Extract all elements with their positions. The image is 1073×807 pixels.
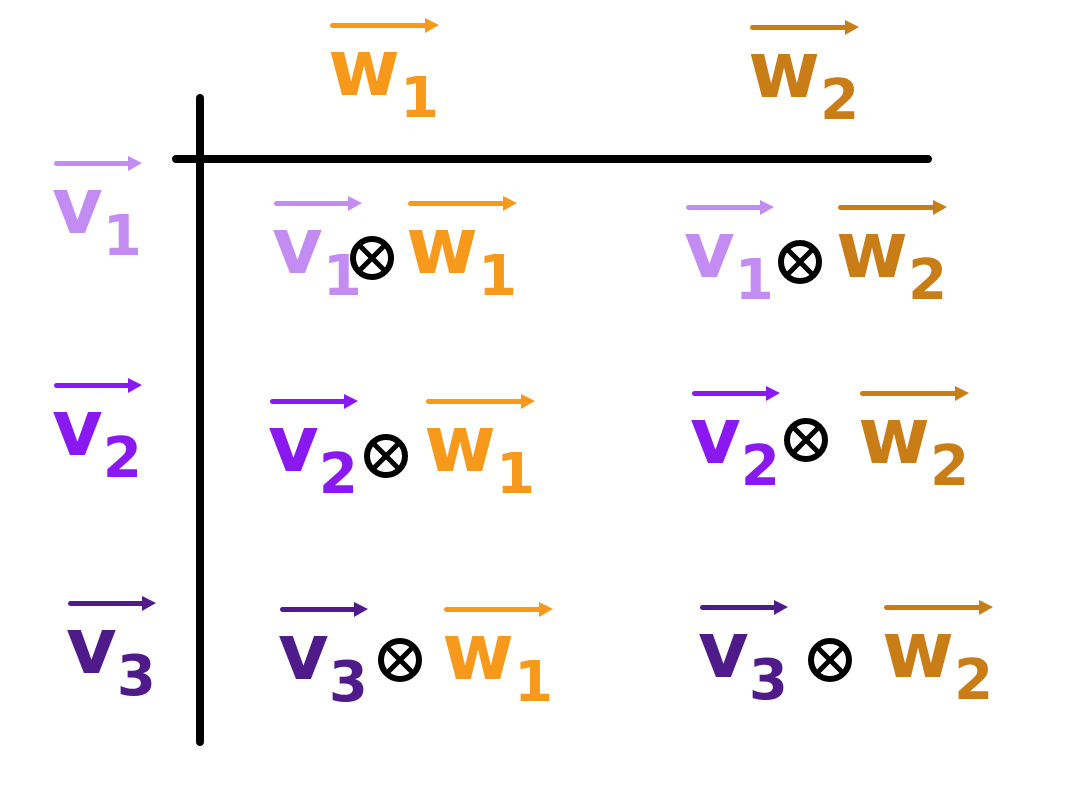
vector-letter: w (748, 26, 821, 116)
cell-w-term: w1 (442, 602, 554, 711)
cell-v2-w2: v2 w2 (690, 386, 990, 498)
column-header-w1: w1 (328, 18, 440, 127)
vector-letter: v (698, 606, 749, 696)
vector-subscript: 2 (930, 434, 970, 499)
cell-w-term: w2 (882, 600, 994, 709)
vector-arrow-icon (690, 386, 780, 401)
vertical-axis-line (196, 94, 204, 746)
cell-v-term: v3 (278, 602, 368, 711)
vector-subscript: 3 (328, 650, 368, 715)
vector-letter: v (52, 384, 103, 474)
vector-arrow-icon (406, 196, 518, 211)
vector-arrow-icon (52, 378, 142, 393)
horizontal-axis-line (172, 155, 932, 163)
cell-v-term: v3 (698, 600, 788, 709)
cell-w-term: w2 (836, 200, 948, 309)
vector-arrow-icon (836, 200, 948, 215)
vector-subscript: 2 (908, 248, 948, 313)
vector-subscript: 1 (496, 442, 536, 507)
row-header-v1: v1 (52, 156, 142, 265)
vector-arrow-icon (748, 20, 860, 35)
otimes-icon (378, 638, 422, 682)
cell-v-term: v2 (268, 394, 358, 503)
cell-v2-w1: v2 w1 (268, 394, 536, 506)
otimes-icon (778, 240, 822, 284)
vector-subscript: 1 (400, 66, 440, 131)
vector-subscript: 2 (820, 68, 860, 133)
vector-arrow-icon (268, 394, 358, 409)
vector-subscript: 2 (318, 442, 358, 507)
vector-arrow-icon (66, 596, 156, 611)
cell-w-term: w1 (406, 196, 518, 305)
cell-w-term: w1 (424, 394, 536, 503)
vector-subscript: 2 (954, 648, 994, 713)
vector-letter: w (328, 24, 401, 114)
cell-v-term: v1 (684, 200, 774, 309)
vector-letter: v (52, 162, 103, 252)
otimes-icon (808, 638, 852, 682)
vector-letter: w (858, 392, 931, 482)
vector-letter: w (882, 606, 955, 696)
vector-subscript: 3 (748, 648, 788, 713)
cell-w-term: w2 (858, 386, 970, 495)
vector-arrow-icon (424, 394, 536, 409)
vector-letter: w (406, 202, 479, 292)
vector-letter: v (66, 602, 117, 692)
row-header-v3: v3 (66, 596, 156, 705)
cell-v-term: v1 (272, 196, 362, 305)
vector-letter: w (424, 400, 497, 490)
vector-letter: v (684, 206, 735, 296)
otimes-icon (350, 236, 394, 280)
vector-letter: w (836, 206, 909, 296)
vector-arrow-icon (698, 600, 788, 615)
vector-subscript: 2 (102, 426, 142, 491)
cell-v3-w2: v3 w2 (698, 600, 1018, 712)
vector-arrow-icon (882, 600, 994, 615)
column-header-w2: w2 (748, 20, 860, 129)
vector-letter: v (268, 400, 319, 490)
vector-arrow-icon (272, 196, 362, 211)
vector-arrow-icon (52, 156, 142, 171)
cell-v1-w2: v1 w2 (684, 200, 964, 312)
vector-subscript: 1 (514, 650, 554, 715)
otimes-icon (784, 418, 828, 462)
vector-subscript: 1 (478, 244, 518, 309)
vector-subscript: 1 (734, 248, 774, 313)
vector-arrow-icon (442, 602, 554, 617)
otimes-icon (364, 434, 408, 478)
vector-arrow-icon (278, 602, 368, 617)
vector-arrow-icon (858, 386, 970, 401)
cell-v3-w1: v3 w1 (278, 602, 554, 714)
vector-subscript: 1 (102, 204, 142, 269)
vector-subscript: 2 (740, 434, 780, 499)
vector-letter: v (278, 608, 329, 698)
vector-letter: w (442, 608, 515, 698)
cell-v1-w1: v1 w1 (272, 196, 518, 308)
vector-letter: v (690, 392, 741, 482)
vector-letter: v (272, 202, 323, 292)
vector-arrow-icon (684, 200, 774, 215)
cell-v-term: v2 (690, 386, 780, 495)
row-header-v2: v2 (52, 378, 142, 487)
vector-arrow-icon (328, 18, 440, 33)
vector-subscript: 3 (116, 644, 156, 709)
